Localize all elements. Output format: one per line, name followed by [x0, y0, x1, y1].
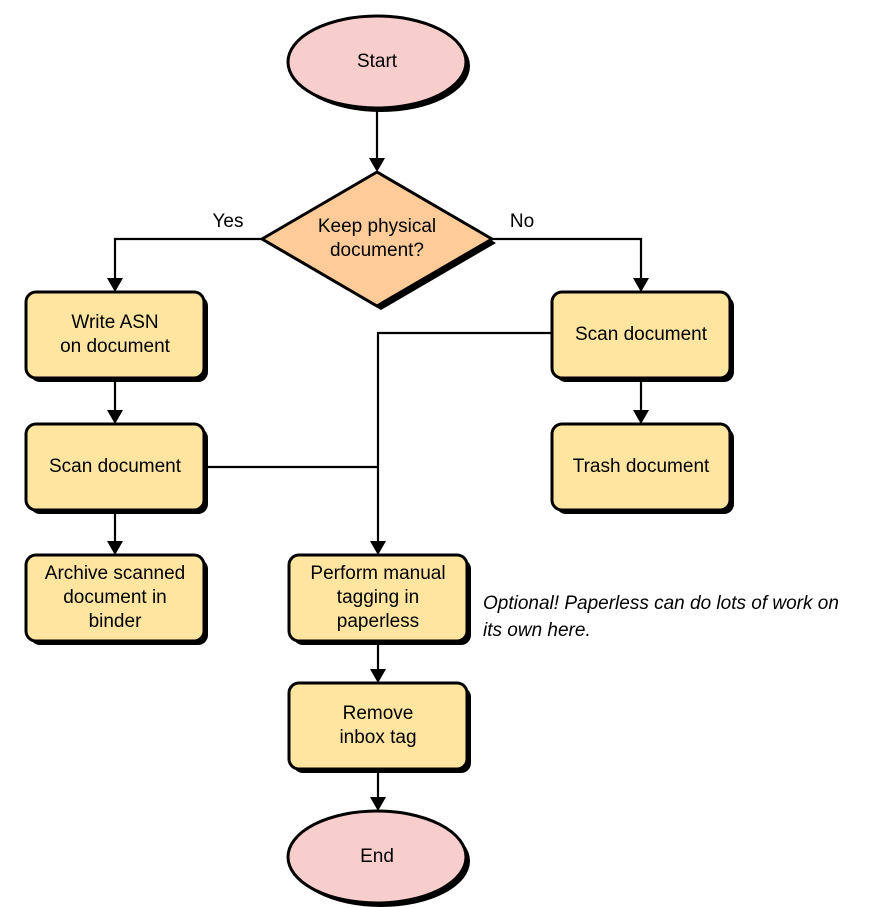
arrowhead-icon	[369, 158, 385, 172]
node-scan-document-left[interactable]: Scan document	[24, 422, 208, 514]
node-label-scan-document-left: Scan document	[49, 456, 182, 477]
node-shape-rect[interactable]	[550, 290, 732, 380]
edge-path	[492, 237, 643, 285]
edge-decision-no-to-scan-right	[492, 237, 649, 292]
node-label-trash-document: Trash document	[573, 456, 710, 477]
edge-path	[113, 237, 262, 285]
node-shape-ellipse[interactable]	[286, 809, 468, 905]
edge-label-decision-no-to-scan-right: No	[510, 211, 534, 232]
edge-scan-left-to-archive	[107, 510, 123, 555]
node-shape-rect[interactable]	[24, 290, 206, 380]
node-scan-document-right[interactable]: Scan document	[550, 290, 734, 382]
node-shape-rect[interactable]	[550, 422, 732, 512]
arrowhead-icon	[633, 278, 649, 292]
edge-start-to-decision	[369, 108, 385, 172]
node-start[interactable]: Start	[286, 14, 470, 112]
node-label-start: Start	[357, 51, 398, 72]
node-shape-diamond[interactable]	[260, 170, 494, 308]
node-trash-document[interactable]: Trash document	[550, 422, 734, 514]
edge-path	[376, 331, 552, 548]
edge-manual-tagging-to-remove-inbox	[370, 641, 386, 683]
edge-remove-inbox-to-end	[370, 769, 386, 811]
node-end[interactable]: End	[286, 809, 470, 907]
arrowhead-icon	[107, 541, 123, 555]
edge-decision-yes-to-write-asn	[107, 237, 262, 292]
edge-labels-layer: Yes No	[213, 211, 535, 232]
arrowhead-icon	[370, 669, 386, 683]
arrowhead-icon	[370, 797, 386, 811]
edge-write-asn-to-scan-left	[107, 378, 123, 424]
node-label-end: End	[360, 846, 394, 867]
node-shape-ellipse[interactable]	[286, 14, 468, 110]
edge-label-decision-yes-to-write-asn: Yes	[213, 211, 244, 232]
annotation-optional-note: Optional! Paperless can do lots of work …	[483, 593, 839, 641]
arrowhead-icon	[633, 410, 649, 424]
node-shape-rect[interactable]	[287, 553, 469, 643]
node-shape-rect[interactable]	[24, 553, 206, 643]
edge-scan-right-to-manual-tagging	[370, 331, 552, 555]
annotations-layer: Optional! Paperless can do lots of work …	[483, 593, 839, 641]
arrowhead-icon	[370, 541, 386, 555]
node-shape-rect[interactable]	[24, 422, 206, 512]
edges-layer	[107, 108, 649, 811]
arrowhead-icon	[107, 278, 123, 292]
edge-scan-right-to-trash	[633, 378, 649, 424]
node-label-scan-document-right: Scan document	[575, 324, 708, 345]
node-shape-rect[interactable]	[287, 681, 469, 771]
arrowhead-icon	[107, 410, 123, 424]
